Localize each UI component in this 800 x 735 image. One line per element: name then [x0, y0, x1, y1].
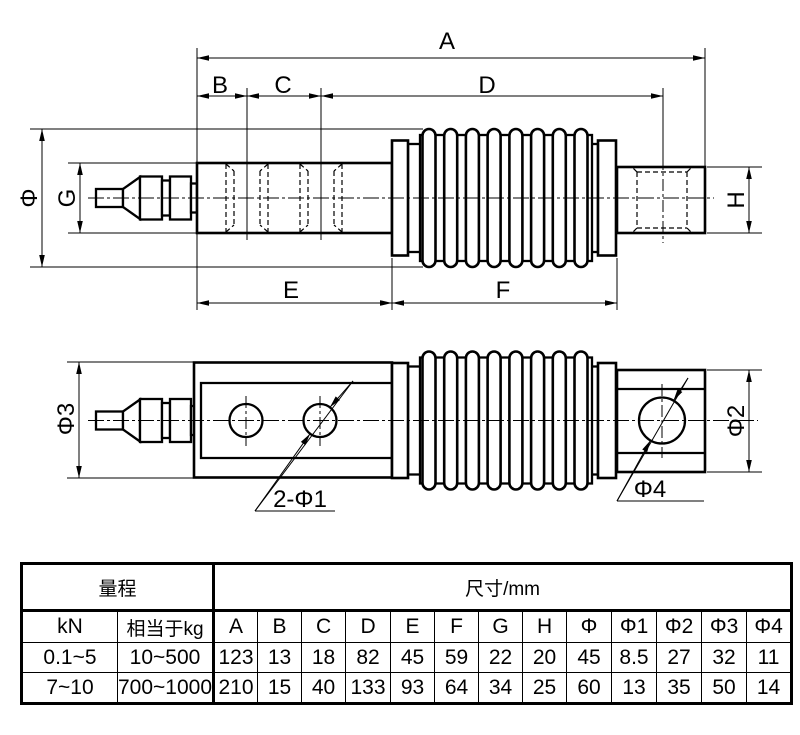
cell: 7~10 [21, 672, 118, 704]
cell: 0.1~5 [21, 642, 118, 673]
cell: 32 [701, 642, 748, 673]
cell: 700~1000 [116, 672, 215, 704]
cell: 13 [257, 642, 303, 673]
col-header: C [301, 610, 347, 643]
dim-label-E: E [283, 277, 299, 304]
stub-thread [631, 166, 693, 234]
dim-label-A: A [439, 28, 455, 55]
dim-label-phi3: Φ3 [53, 403, 80, 436]
dim-label-D: D [478, 72, 495, 99]
cell: 14 [746, 672, 793, 704]
table-row-group-headers: 量程 尺寸/mm [20, 563, 793, 612]
dim-label-phi4: Φ4 [634, 476, 667, 503]
cell: 8.5 [611, 642, 658, 673]
col-header: Φ3 [701, 610, 748, 643]
col-header: Φ2 [656, 610, 703, 643]
table-row: 0.1~5 10~500 123 13 18 82 45 59 22 20 45… [21, 642, 793, 673]
col-header: Φ [566, 610, 613, 643]
cell: 45 [566, 642, 613, 673]
cell: 93 [390, 672, 436, 704]
side-view: A B C D E F Φ G H [16, 28, 762, 310]
col-header: B [257, 610, 303, 643]
dim-label-G: G [54, 189, 81, 208]
threaded-stub [615, 165, 707, 235]
col-header: Φ4 [746, 610, 793, 643]
cell: 40 [301, 672, 347, 704]
cell: 45 [390, 642, 436, 673]
cell: 123 [212, 642, 259, 673]
table-row-column-headers: kN 相当于kg A B C D E F G H Φ Φ1 Φ2 Φ3 Φ4 [21, 610, 793, 643]
cell: 34 [478, 672, 524, 704]
cell: 59 [434, 642, 480, 673]
cell: 18 [301, 642, 347, 673]
col-header: F [434, 610, 480, 643]
col-header: D [345, 610, 392, 643]
col-header: G [478, 610, 524, 643]
cell: 133 [345, 672, 392, 704]
dim-label-holes: 2-Φ1 [273, 486, 327, 513]
cell: 27 [656, 642, 703, 673]
cell: 64 [434, 672, 480, 704]
plan-view-dimension-lines [67, 361, 762, 512]
side-view-dimension-lines [30, 48, 762, 310]
dim-label-H: H [723, 191, 750, 208]
dim-label-B: B [212, 72, 228, 99]
cell: 35 [656, 672, 703, 704]
cell: 10~500 [116, 642, 215, 673]
col-header: kN [21, 610, 118, 643]
dim-label-phi: Φ [16, 188, 43, 207]
range-group-header: 量程 [20, 563, 215, 612]
cell: 15 [257, 672, 303, 704]
cell: 13 [611, 672, 658, 704]
cell: 82 [345, 642, 392, 673]
col-header: H [522, 610, 568, 643]
dim-label-C: C [274, 72, 291, 99]
dim-label-F: F [496, 277, 511, 304]
dim-label-phi2: Φ2 [723, 405, 750, 438]
col-header: E [390, 610, 436, 643]
cell: 22 [478, 642, 524, 673]
cell: 210 [212, 672, 259, 704]
spec-table: 量程 尺寸/mm kN 相当于kg A B C D E F G H Φ Φ1 Φ… [20, 562, 794, 705]
col-header: Φ1 [611, 610, 658, 643]
size-group-header: 尺寸/mm [212, 563, 793, 612]
col-header: 相当于kg [116, 610, 215, 643]
cell: 25 [522, 672, 568, 704]
col-header: A [212, 610, 259, 643]
cell: 11 [746, 642, 793, 673]
cell: 60 [566, 672, 613, 704]
technical-drawing: A B C D E F Φ G H [16, 28, 762, 513]
table-row: 7~10 700~1000 210 15 40 133 93 64 34 25 … [21, 672, 793, 704]
cell: 50 [701, 672, 748, 704]
plan-view: Φ3 Φ2 2-Φ1 Φ4 [53, 350, 762, 513]
cell: 20 [522, 642, 568, 673]
